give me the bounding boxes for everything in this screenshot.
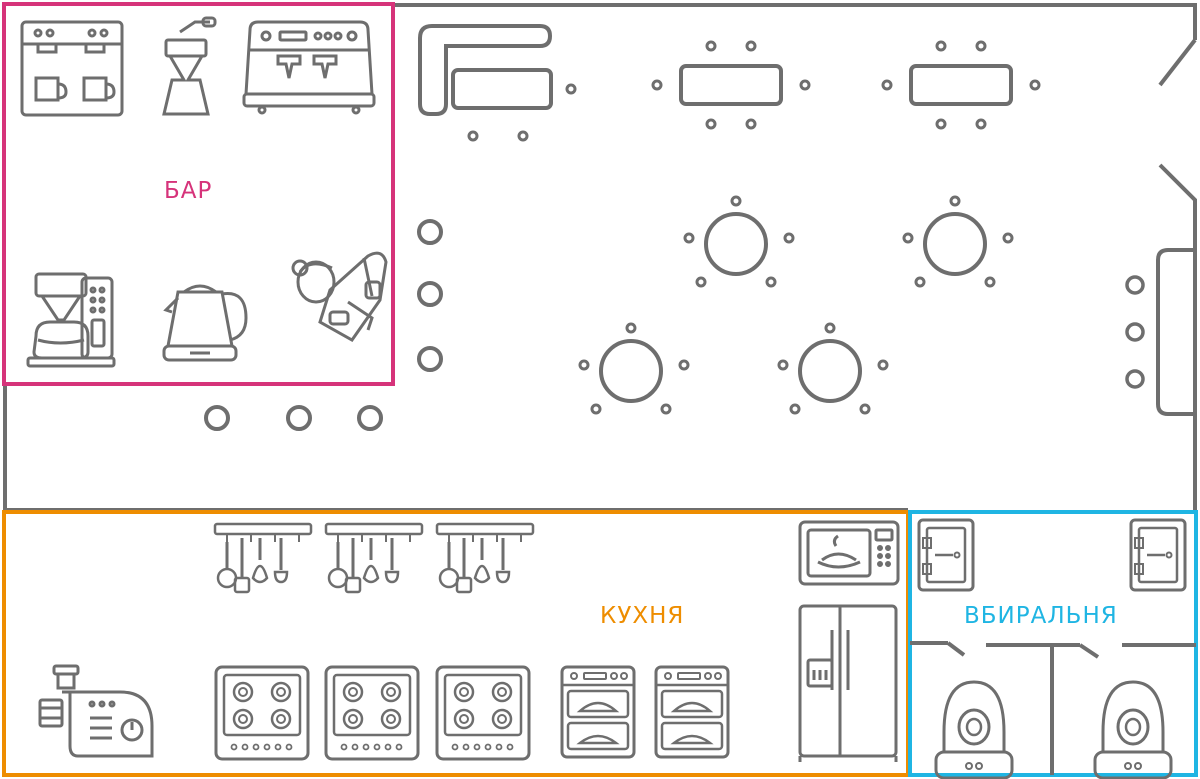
kitchen-zone-label: КУХНЯ <box>600 603 685 629</box>
barista-icon <box>291 251 388 342</box>
rectangular-table-icon <box>881 40 1041 130</box>
restroom-zone-label: ВБИРАЛЬНЯ <box>964 603 1118 629</box>
chair-icon <box>1125 275 1145 295</box>
toilet-icon <box>1093 680 1173 779</box>
coffee-grinder-icon <box>162 16 217 116</box>
electric-kettle-icon <box>162 284 248 362</box>
window-wall <box>1158 38 1197 87</box>
coffee-machine-icon <box>20 20 124 117</box>
sofa-icon <box>418 24 577 142</box>
chair-icon <box>1125 369 1145 389</box>
wall-bench <box>1125 248 1195 416</box>
bar-zone <box>2 2 395 386</box>
rectangular-table-icon <box>651 40 811 130</box>
outer-wall <box>1158 163 1197 510</box>
restroom-partitions <box>910 641 1196 775</box>
stove-icon <box>214 665 310 761</box>
oven-icon <box>560 665 636 759</box>
utensil-rack-icon <box>435 522 535 594</box>
drip-coffee-maker-icon <box>26 272 116 368</box>
refrigerator-icon <box>798 604 898 762</box>
stove-icon <box>435 665 531 761</box>
bar-stool-icon <box>357 405 383 431</box>
round-table-icon <box>683 195 795 288</box>
outer-wall <box>393 3 1197 40</box>
oven-icon <box>654 665 730 759</box>
utensil-rack-icon <box>213 522 313 594</box>
bar-stool-icon <box>417 281 443 307</box>
sink-cabinet-icon <box>1129 518 1187 592</box>
bar-zone-label: БАР <box>164 178 213 204</box>
sink-cabinet-icon <box>917 518 975 592</box>
bar-stool-icon <box>417 346 443 372</box>
toilet-icon <box>934 680 1014 779</box>
stove-icon <box>324 665 420 761</box>
bar-stool-icon <box>286 405 312 431</box>
bar-stool-icon <box>204 405 230 431</box>
microwave-icon <box>798 520 900 586</box>
utensil-rack-icon <box>324 522 424 594</box>
espresso-machine-icon <box>242 20 376 115</box>
round-table-icon <box>777 322 889 415</box>
chair-icon <box>1125 322 1145 342</box>
round-table-icon <box>578 322 690 415</box>
bar-stools <box>204 219 443 431</box>
round-table-icon <box>902 195 1014 288</box>
meat-grinder-icon <box>38 664 154 758</box>
bar-stool-icon <box>417 219 443 245</box>
